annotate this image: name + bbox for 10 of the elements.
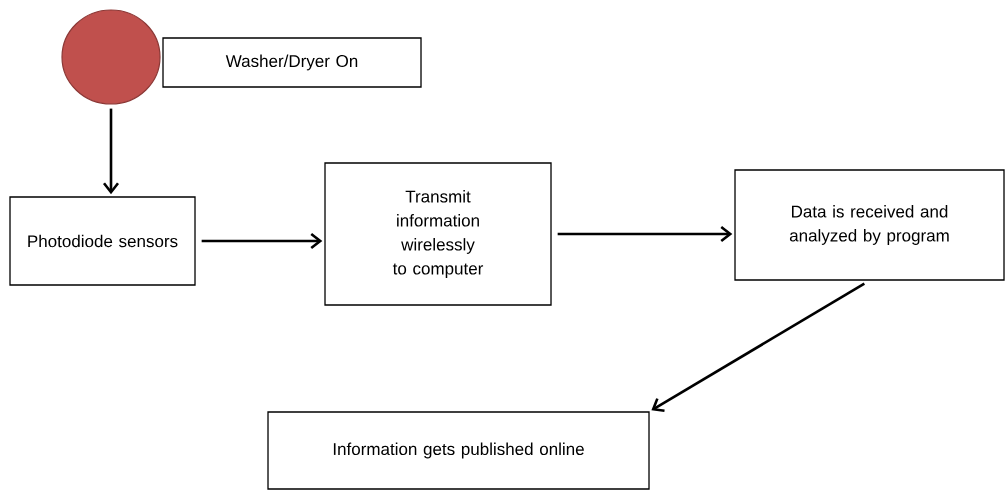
process-box: Transmit information wirelessly to computer xyxy=(324,162,552,306)
arrow xyxy=(201,232,323,250)
process-box: Photodiode sensors xyxy=(9,196,196,286)
arrow xyxy=(651,282,865,412)
process-box: Washer/Dryer On xyxy=(162,37,422,88)
arrow xyxy=(557,226,733,243)
process-box: Information gets published online xyxy=(267,411,650,490)
arrow xyxy=(103,108,120,195)
process-box: Data is received and analyzed by program xyxy=(734,169,1005,281)
circle xyxy=(61,9,161,105)
